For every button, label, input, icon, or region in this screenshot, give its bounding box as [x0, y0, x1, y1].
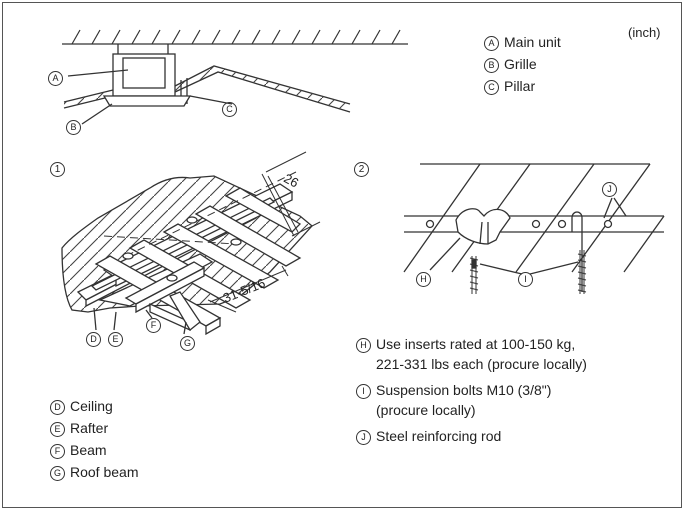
callout-c: C [222, 100, 242, 117]
unit-note: (inch) [628, 25, 661, 40]
callout-f: F [146, 316, 166, 333]
section-1-number: 1 [50, 160, 70, 177]
callout-g: G [180, 334, 200, 351]
legend-inserts-line2: 221-331 lbs each (procure locally) [376, 356, 587, 372]
legend-suspension-bolts-line2: (procure locally) [376, 402, 476, 418]
section-2-number: 2 [354, 160, 374, 177]
callout-e: E [108, 330, 128, 347]
callout-h: H [416, 270, 436, 287]
top-unit-figure [62, 29, 408, 125]
figure-1-beams [61, 151, 321, 336]
diagram-frame [2, 2, 682, 508]
figure-2-inserts [403, 163, 665, 294]
callout-i: I [518, 270, 538, 287]
callout-b: B [66, 118, 86, 135]
callout-j: J [602, 180, 622, 197]
callout-a: A [48, 69, 68, 86]
callout-d: D [86, 330, 106, 347]
